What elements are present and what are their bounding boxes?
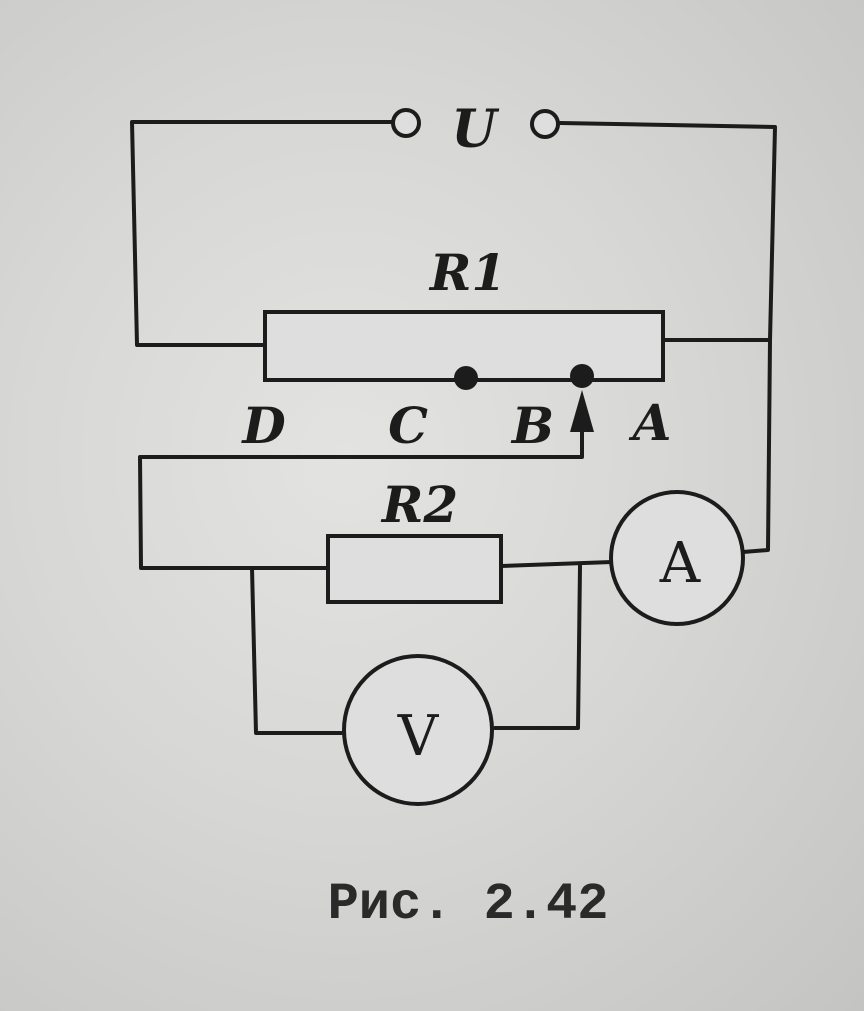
voltage-label: U <box>451 99 499 160</box>
point-c-label: C <box>388 396 428 455</box>
ammeter-label: A <box>659 531 701 596</box>
point-d-label: D <box>240 396 285 455</box>
point-b-dot <box>570 364 594 388</box>
r2-label: R2 <box>380 475 458 534</box>
wire-ammeter-right <box>741 338 772 554</box>
point-c-dot <box>454 366 478 390</box>
point-b-label: B <box>510 396 554 455</box>
wire-top-left <box>130 120 395 347</box>
wire-voltmeter-left <box>250 566 347 735</box>
resistor-r2 <box>326 534 503 604</box>
point-a-label: A <box>629 393 672 452</box>
voltmeter-label: V <box>397 704 440 769</box>
terminal-left <box>391 108 421 138</box>
wire-slider <box>138 428 584 570</box>
figure-caption: Рис. 2.42 <box>328 875 609 934</box>
r1-label: R1 <box>428 243 506 302</box>
wire-r2-ammeter <box>499 560 614 568</box>
wire-voltmeter-right <box>493 564 582 730</box>
wire-top-right <box>558 121 777 342</box>
slider-arrow-icon <box>570 390 594 432</box>
ammeter <box>609 490 745 626</box>
terminal-right <box>530 109 560 139</box>
voltmeter <box>342 654 494 806</box>
